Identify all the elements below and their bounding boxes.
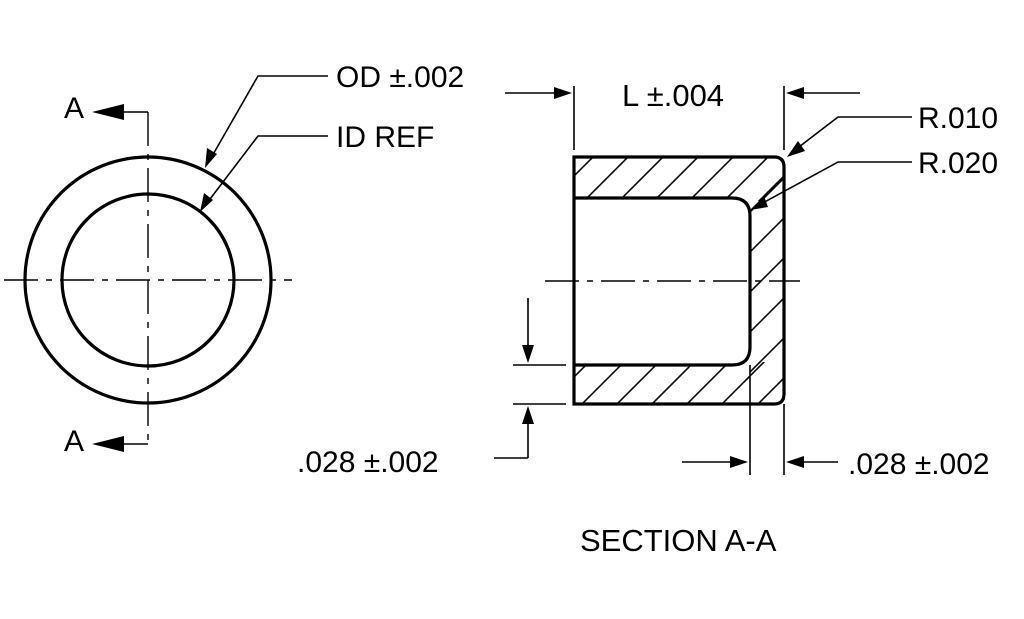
inner-radius-callout: R.020 (918, 147, 998, 180)
od-leader (205, 75, 328, 168)
end-thickness-callout: .028 ±.002 (848, 448, 990, 481)
wall-thickness-dimension (494, 298, 566, 459)
wall-thickness-callout: .028 ±.002 (297, 446, 439, 479)
outer-radius-callout: R.010 (918, 102, 998, 135)
end-view: A A OD ±.002 ID REF (4, 61, 464, 458)
section-marker-bottom: A (64, 425, 84, 458)
section-bore-profile (574, 196, 752, 367)
section-arrow-top (92, 104, 124, 120)
id-callout: ID REF (336, 121, 434, 154)
section-arrow-bottom (92, 436, 124, 452)
length-dimension (505, 86, 860, 150)
end-thickness-dimension (682, 365, 838, 475)
outer-radius-leader (787, 116, 912, 157)
section-title: SECTION A-A (580, 523, 777, 558)
cutting-plane-line (92, 104, 148, 452)
id-leader (200, 135, 328, 212)
section-hatching (574, 157, 784, 404)
section-outer-profile (572, 155, 786, 406)
section-view: L ±.004 R.010 R.020 .028 ±.002 (297, 78, 998, 558)
section-marker-top: A (64, 92, 84, 125)
length-callout: L ±.004 (622, 78, 724, 113)
od-callout: OD ±.002 (336, 61, 464, 94)
inner-radius-leader (750, 161, 912, 210)
